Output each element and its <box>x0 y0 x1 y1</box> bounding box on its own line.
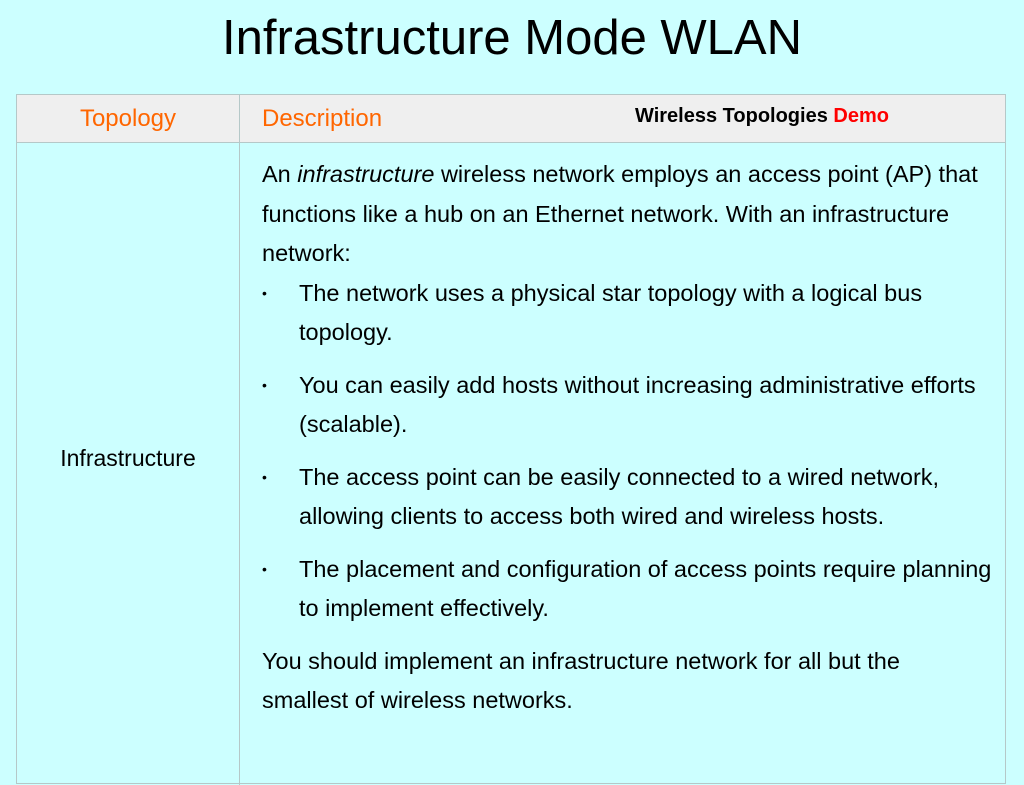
column-divider <box>239 95 240 785</box>
table-header-row: Topology Description Wireless Topologies… <box>17 95 1005 143</box>
header-description: Description <box>262 105 383 132</box>
bullet-text: The placement and configuration of acces… <box>299 555 992 622</box>
header-topology: Topology <box>79 105 177 132</box>
bullet-item: • The network uses a physical star topol… <box>262 274 992 353</box>
bullet-dot-icon: • <box>262 560 267 577</box>
intro-before: An <box>262 161 291 187</box>
bullet-list: • The network uses a physical star topol… <box>262 274 992 629</box>
bullet-text: You can easily add hosts without increas… <box>299 371 976 438</box>
topology-table: Topology Description Wireless Topologies… <box>16 94 1006 785</box>
topology-cell: Infrastructure <box>17 143 239 785</box>
bullet-text: The network uses a physical star topolog… <box>299 279 923 346</box>
bullet-item: • The placement and configuration of acc… <box>262 550 992 629</box>
intro-emphasis: infrastructure <box>297 161 435 187</box>
demo-link-action[interactable]: Demo <box>833 105 889 127</box>
demo-link-prefix: Wireless Topologies <box>635 105 828 127</box>
slide-title: Infrastructure Mode WLAN <box>221 11 803 65</box>
intro-after: wireless network employs an access point… <box>262 161 978 266</box>
bullet-dot-icon: • <box>262 284 267 301</box>
intro-paragraph: An infrastructure wireless network emplo… <box>262 155 992 274</box>
bullet-item: • The access point can be easily connect… <box>262 458 992 537</box>
closing-paragraph: You should implement an infrastructure n… <box>262 647 900 714</box>
wireless-topologies-demo-link[interactable]: Wireless Topologies Demo <box>635 101 889 131</box>
topology-label: Infrastructure <box>60 445 196 471</box>
description-cell: An infrastructure wireless network emplo… <box>262 155 992 721</box>
bullet-dot-icon: • <box>262 468 267 485</box>
bullet-text: The access point can be easily connected… <box>299 463 940 530</box>
bullet-dot-icon: • <box>262 376 267 393</box>
bullet-item: • You can easily add hosts without incre… <box>262 366 992 445</box>
